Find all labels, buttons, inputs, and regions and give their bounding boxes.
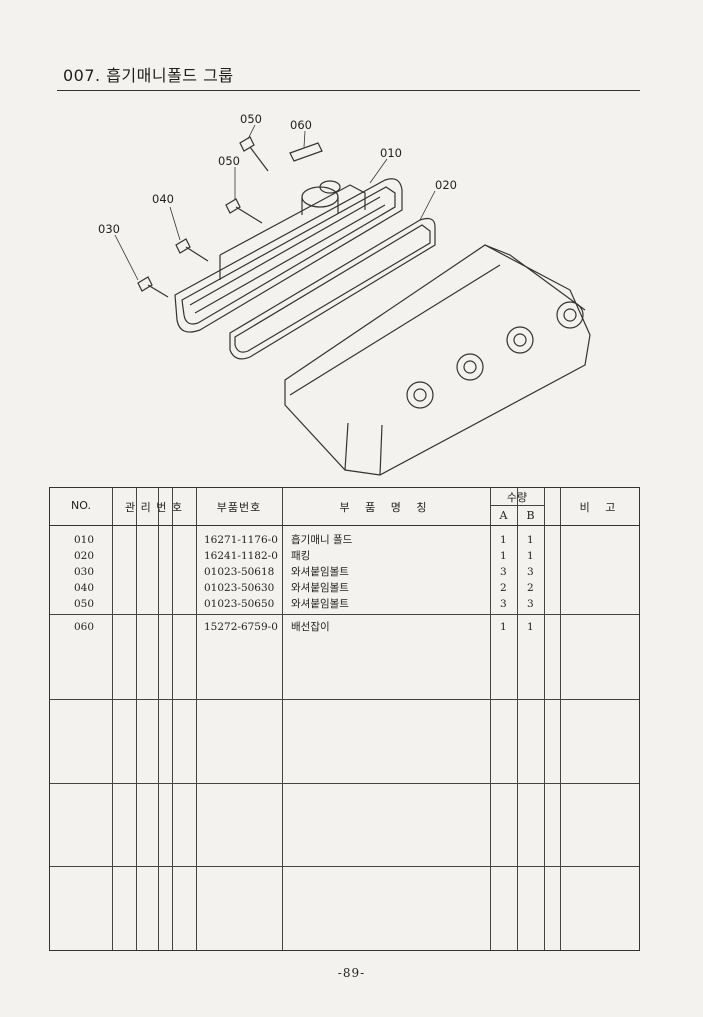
- header-quantity: 수량: [506, 491, 528, 504]
- row-part-number: 16241-1182-0: [204, 550, 278, 562]
- callout-040: 040: [152, 192, 174, 206]
- row-qty-a: 3: [500, 566, 507, 578]
- row-no: 030: [74, 566, 95, 578]
- header-management-number: 관 리 번 호: [125, 501, 183, 514]
- row-no: 060: [74, 621, 95, 633]
- bolt-050-upper: [239, 136, 269, 172]
- bolt-030: [137, 276, 169, 298]
- callout-020: 020: [435, 178, 457, 192]
- header-part-number: 부품번호: [216, 501, 262, 514]
- row-part-number: 16271-1176-0: [204, 534, 278, 546]
- row-part-number: 01023-50650: [204, 598, 275, 610]
- row-part-name: 흡기매니 폴드: [291, 534, 353, 546]
- row-qty-b: 2: [527, 582, 534, 594]
- row-qty-a: 1: [500, 534, 507, 546]
- row-no: 020: [74, 550, 95, 562]
- row-part-name: 패킹: [291, 550, 311, 562]
- cylinder-head: [284, 244, 591, 476]
- page-header: 007. 흡기매니폴드 그룹: [57, 58, 640, 91]
- row-qty-b: 1: [527, 550, 534, 562]
- row-qty-b: 1: [527, 621, 534, 633]
- row-part-name: 와셔붙임볼트: [291, 598, 349, 610]
- row-no: 050: [74, 598, 95, 610]
- row-part-name: 와셔붙임볼트: [291, 566, 349, 578]
- intake-manifold-illustration: 050 060 050 010 040 020 030: [98, 112, 591, 476]
- row-part-name: 와셔붙임볼트: [291, 582, 349, 594]
- callout-050: 050: [218, 154, 240, 168]
- header-qty-b: B: [526, 509, 535, 522]
- bolt-040: [175, 238, 209, 262]
- header-part-name: 부 품 명 칭: [339, 501, 433, 514]
- parts-table: NO. 관 리 번 호 부품번호 부 품 명 칭 수량 A B 비 고 010 …: [49, 487, 640, 951]
- row-part-number: 15272-6759-0: [204, 621, 278, 633]
- page-number: -89-: [337, 966, 366, 980]
- row-qty-b: 3: [527, 598, 534, 610]
- bolt-050-lower: [225, 198, 263, 224]
- header-remarks: 비 고: [579, 501, 622, 514]
- callout-060: 060: [290, 118, 312, 132]
- page-title: 007. 흡기매니폴드 그룹: [63, 66, 234, 85]
- row-qty-a: 1: [500, 621, 507, 633]
- wire-clamp: [289, 142, 323, 162]
- row-qty-b: 3: [527, 566, 534, 578]
- row-part-number: 01023-50618: [204, 566, 275, 578]
- row-part-number: 01023-50630: [204, 582, 275, 594]
- row-qty-a: 2: [500, 582, 507, 594]
- gasket: [229, 217, 436, 360]
- parts-diagram: 050 060 050 010 040 020 030: [90, 105, 610, 485]
- callout-030: 030: [98, 222, 120, 236]
- row-no: 040: [74, 582, 95, 594]
- header-qty-a: A: [499, 509, 508, 522]
- callout-010: 010: [380, 146, 402, 160]
- row-no: 010: [74, 534, 95, 546]
- row-qty-b: 1: [527, 534, 534, 546]
- intake-manifold: [174, 178, 403, 333]
- header-no: NO.: [71, 499, 91, 512]
- row-qty-a: 1: [500, 550, 507, 562]
- callout-050-top: 050: [240, 112, 262, 126]
- row-part-name: 배선잡이: [291, 621, 330, 633]
- row-qty-a: 3: [500, 598, 507, 610]
